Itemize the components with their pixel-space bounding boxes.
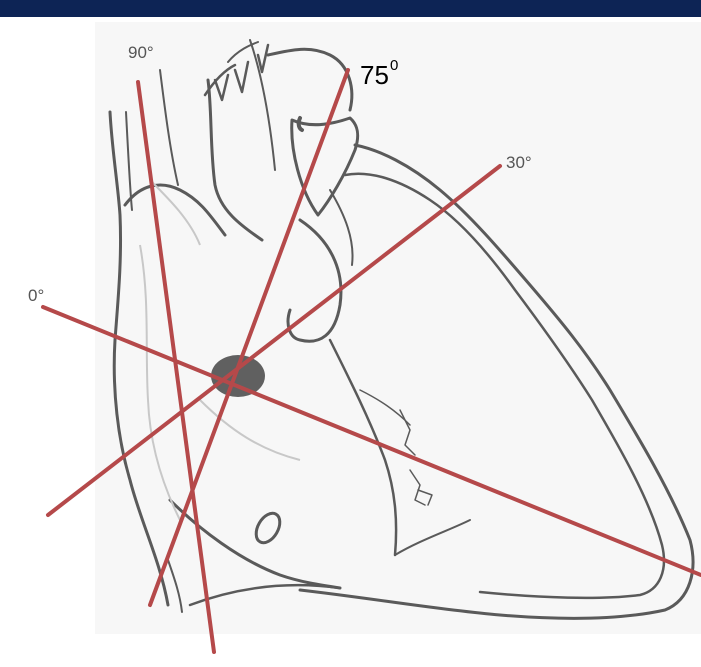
diagram-background (95, 22, 701, 634)
label-75-degree-sup: 0 (390, 57, 398, 74)
av-node (211, 355, 265, 397)
label-75-degree: 75 (360, 60, 389, 90)
label-0-degree: 0° (28, 286, 44, 305)
label-90-degree: 90° (128, 43, 154, 62)
label-30-degree: 30° (506, 153, 532, 172)
